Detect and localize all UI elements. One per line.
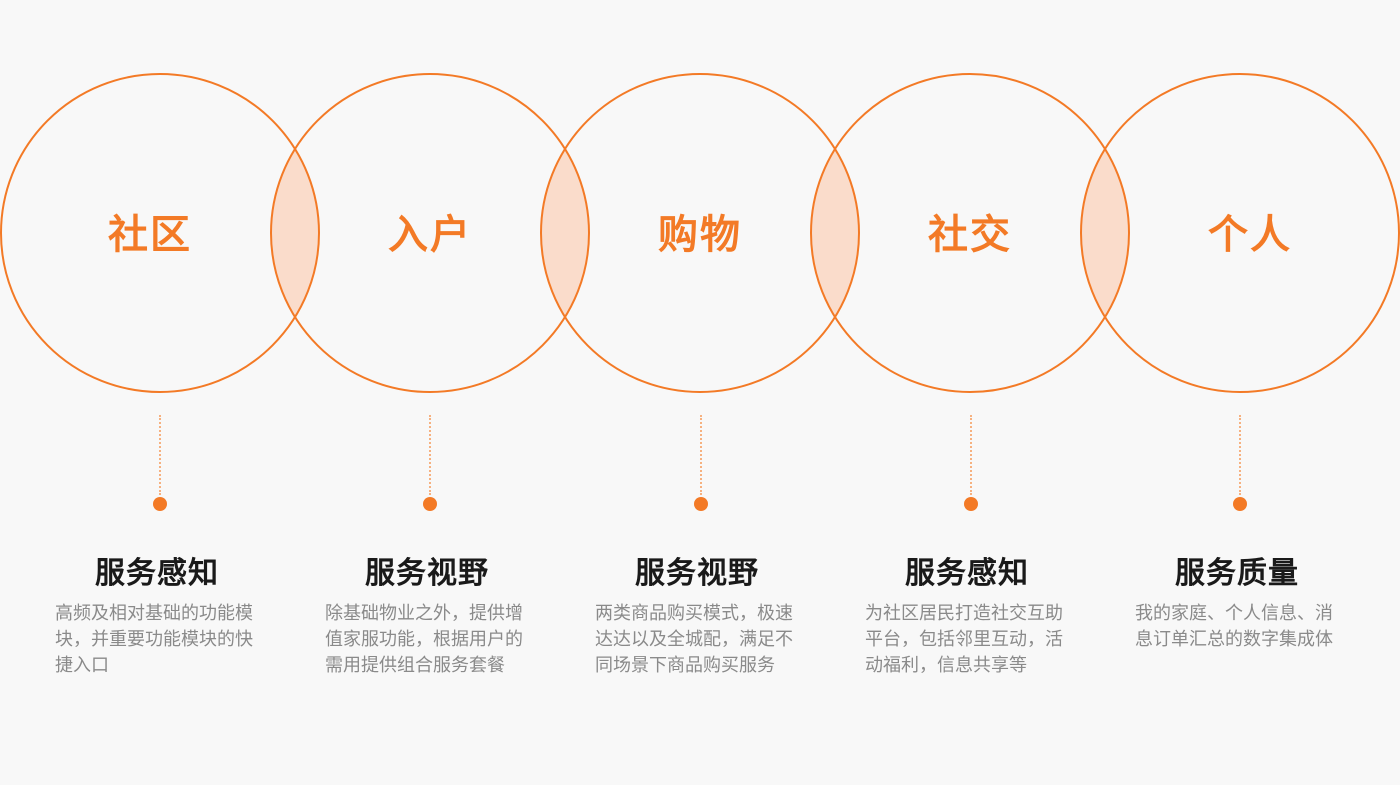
card-description: 除基础物业之外，提供增值家服功能，根据用户的需用提供组合服务套餐 — [325, 603, 523, 676]
connector-dot — [1233, 497, 1247, 511]
circle-label-gouwu: 购物 — [658, 212, 742, 258]
module-card-gouwu: 服务视野 两类商品购买模式，极速达达以及全城配，满足不同场景下商品购买服务 — [595, 553, 799, 679]
dotted-line — [429, 415, 431, 495]
circle-shequ — [0, 73, 320, 393]
connector-dot — [153, 497, 167, 511]
venn-circles — [0, 73, 1400, 393]
card-title: 服务视野 — [365, 556, 489, 591]
module-card-shejiao: 服务感知 为社区居民打造社交互助平台，包括邻里互动，活动福利，信息共享等 — [865, 553, 1069, 679]
circle-label-shejiao: 社交 — [928, 212, 1012, 258]
connector-1 — [153, 415, 167, 513]
dotted-line — [970, 415, 972, 495]
card-title: 服务质量 — [1175, 556, 1299, 591]
circle-label-shequ: 社区 — [108, 212, 192, 258]
dotted-line — [700, 415, 702, 495]
circle-shejiao — [810, 73, 1130, 393]
card-description: 高频及相对基础的功能模块，并重要功能模块的快捷入口 — [55, 603, 253, 676]
connector-4 — [964, 415, 978, 513]
connector-dot — [964, 497, 978, 511]
connector-2 — [423, 415, 437, 513]
card-description: 我的家庭、个人信息、消息订单汇总的数字集成体 — [1135, 603, 1333, 650]
circle-ruhu — [270, 73, 590, 393]
module-card-shequ: 服务感知 高频及相对基础的功能模块，并重要功能模块的快捷入口 — [55, 553, 259, 679]
connector-5 — [1233, 415, 1247, 513]
circle-label-geren: 个人 — [1208, 212, 1292, 258]
card-description: 为社区居民打造社交互助平台，包括邻里互动，活动福利，信息共享等 — [865, 603, 1063, 676]
connector-3 — [694, 415, 708, 513]
circle-geren — [1080, 73, 1400, 393]
card-title: 服务视野 — [635, 556, 759, 591]
connector-dot — [694, 497, 708, 511]
dotted-line — [1239, 415, 1241, 495]
circle-gouwu — [540, 73, 860, 393]
card-title: 服务感知 — [95, 556, 219, 591]
card-title: 服务感知 — [905, 556, 1029, 591]
circle-label-ruhu: 入户 — [388, 212, 472, 258]
module-card-ruhu: 服务视野 除基础物业之外，提供增值家服功能，根据用户的需用提供组合服务套餐 — [325, 553, 529, 679]
module-card-geren: 服务质量 我的家庭、个人信息、消息订单汇总的数字集成体 — [1135, 553, 1339, 653]
connector-dot — [423, 497, 437, 511]
dotted-line — [159, 415, 161, 495]
card-description: 两类商品购买模式，极速达达以及全城配，满足不同场景下商品购买服务 — [595, 603, 793, 676]
